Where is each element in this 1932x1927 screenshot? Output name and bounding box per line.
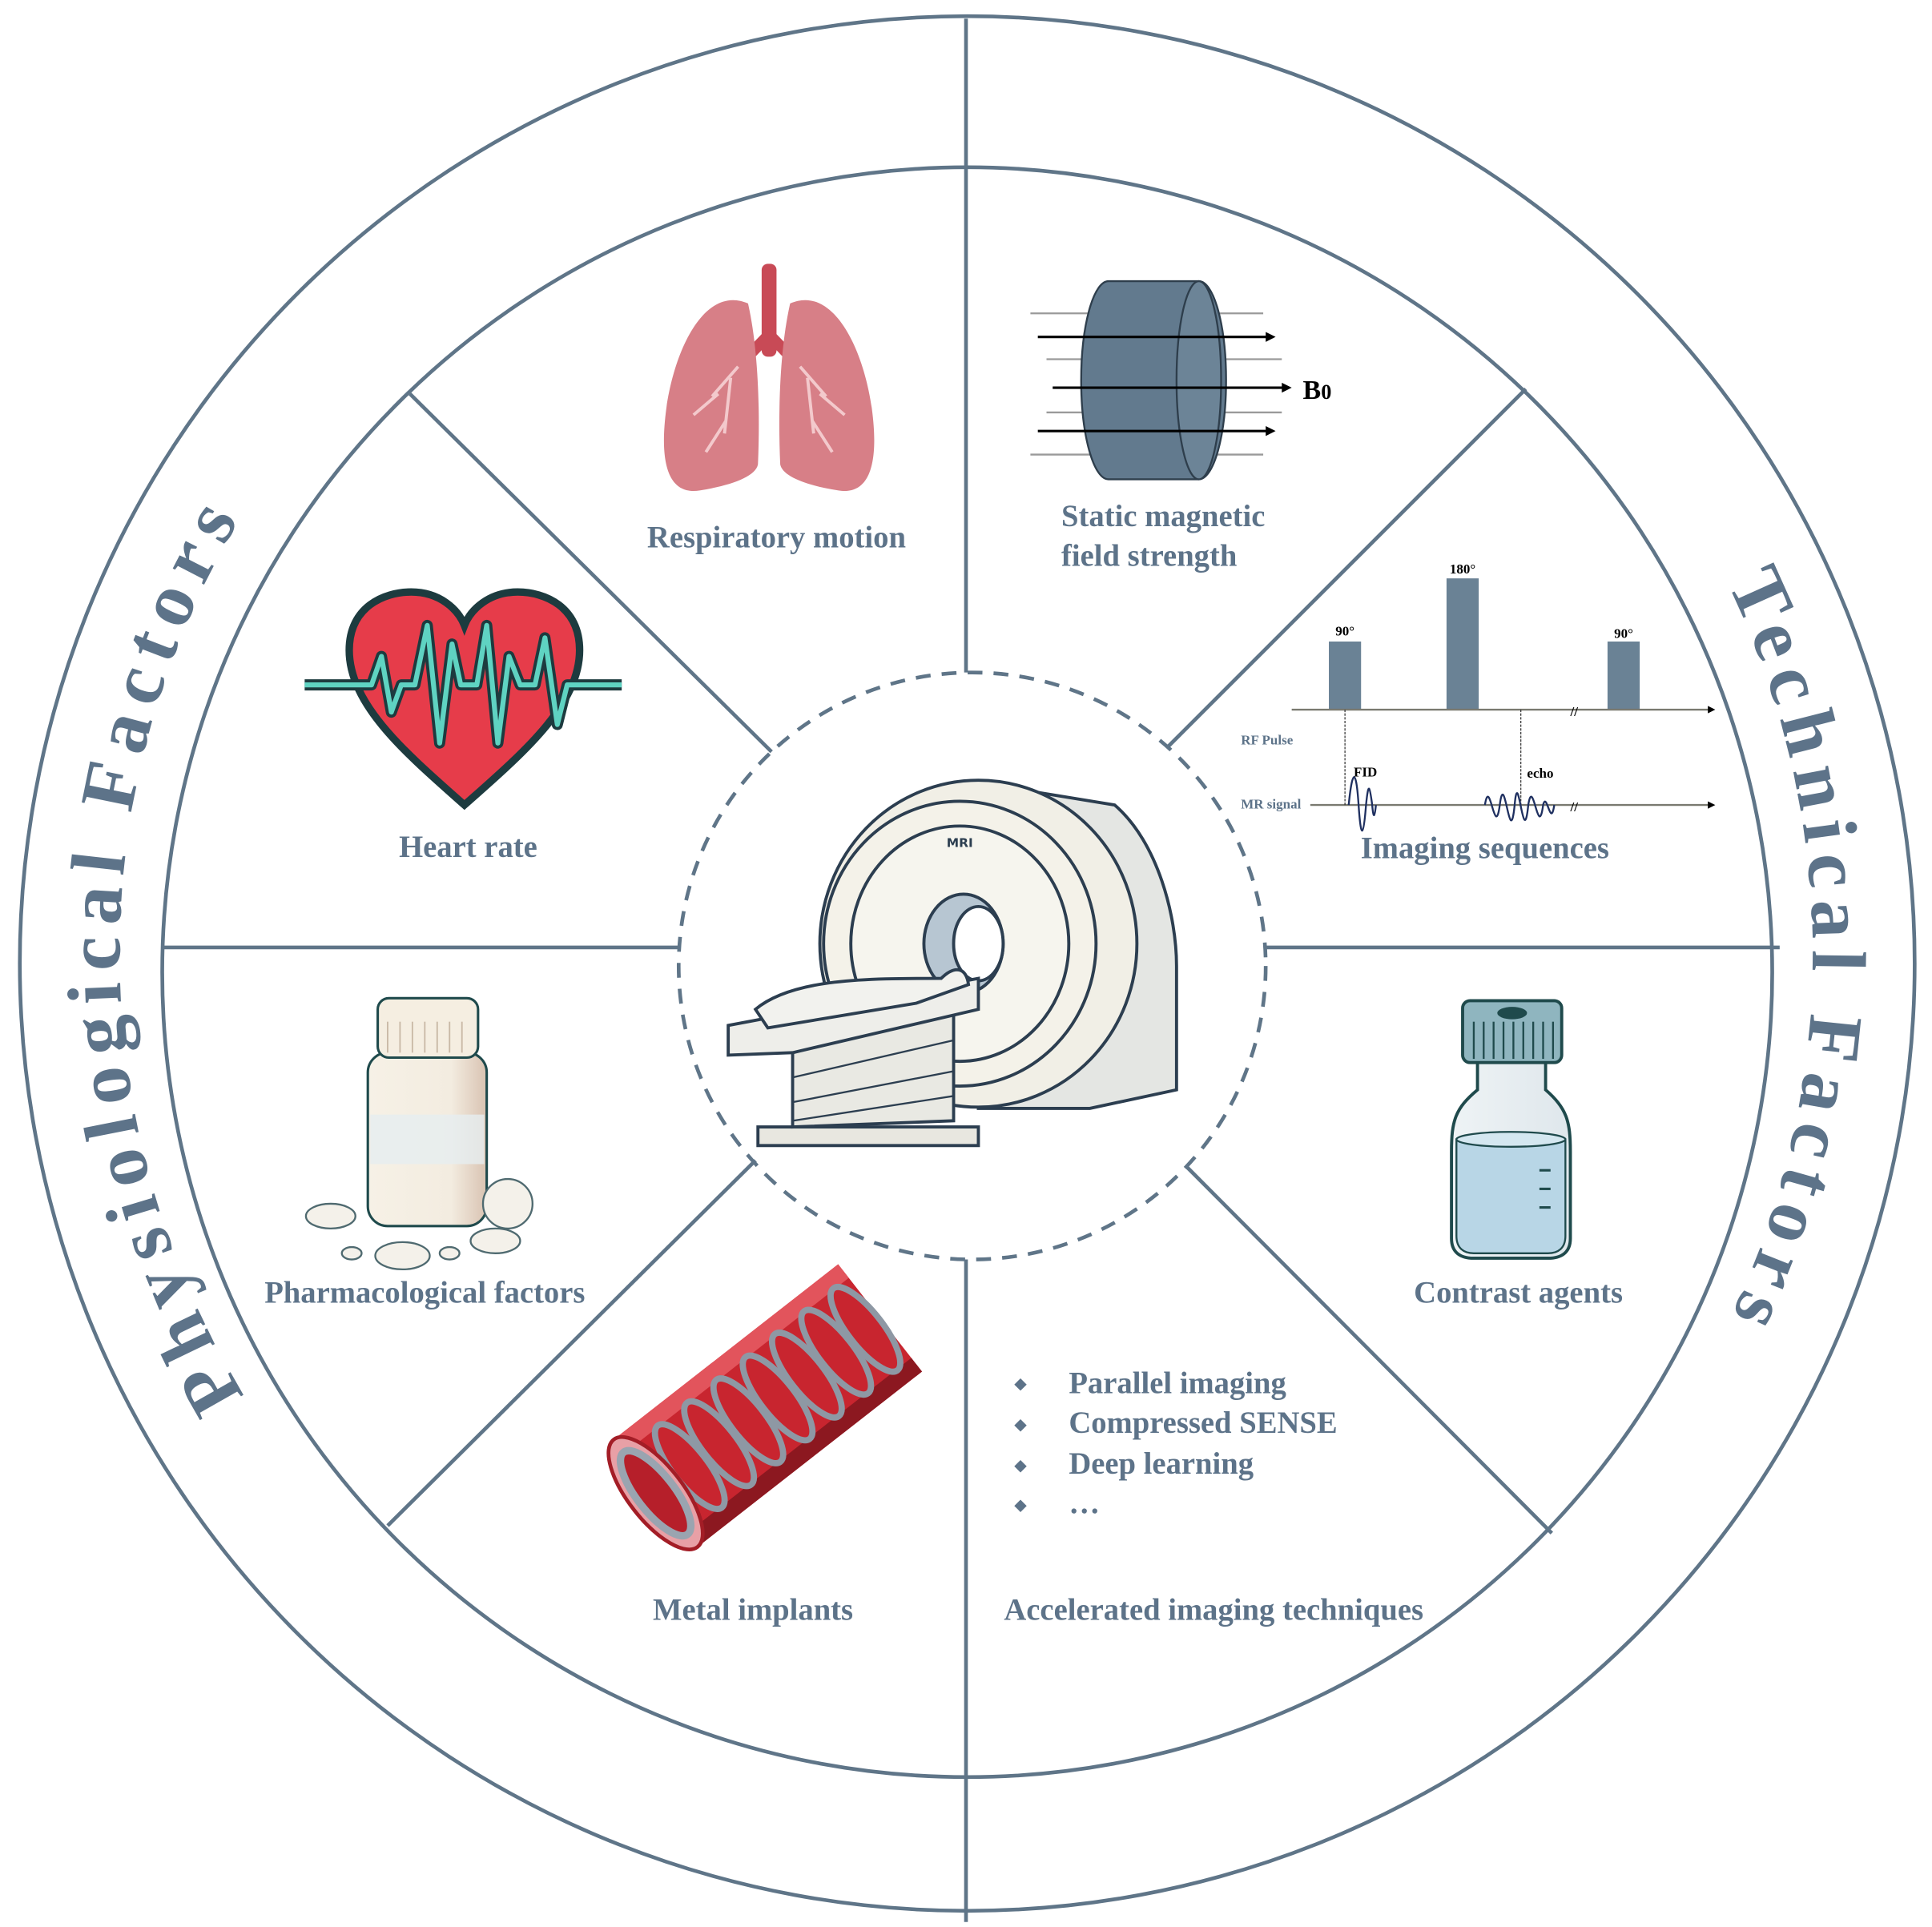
rf-pulse-180-bar (1446, 578, 1479, 710)
scanner-brand-label: MRI (947, 836, 973, 851)
field-strength-label-line1: Static magnetic (1061, 500, 1265, 533)
mri-scanner-icon (727, 778, 1178, 1148)
technical-factors-title: Technical Factors (1712, 554, 1881, 1354)
list-item: Deep learning (1014, 1447, 1254, 1481)
svg-text:Parallel imaging: Parallel imaging (1069, 1367, 1286, 1401)
lungs-icon (663, 264, 875, 492)
center-dashed-ring (676, 670, 1268, 1261)
rf-pulse-90-bar (1329, 642, 1362, 710)
echo-label: echo (1527, 766, 1553, 781)
heart-rate-icon (304, 588, 622, 811)
accelerated-imaging-label: Accelerated imaging techniques (1004, 1593, 1423, 1627)
pulse-sequence-diagram: 90° 180° 90° // // RF Pulse MR signal FI… (1241, 561, 1716, 832)
metal-implants-label: Metal implants (653, 1593, 853, 1627)
list-item: Parallel imaging (1014, 1367, 1286, 1401)
mr-signal-label: MR signal (1241, 797, 1301, 812)
axis-break-mark: // (1570, 704, 1579, 719)
fid-label: FID (1354, 765, 1377, 780)
svg-text:…: … (1069, 1486, 1100, 1520)
accelerated-techniques-list: Parallel imaging Compressed SENSE Deep l… (1014, 1367, 1338, 1520)
pharmacological-factors-label: Pharmacological factors (264, 1277, 585, 1310)
contrast-vial-icon (1450, 999, 1572, 1260)
svg-text:Compressed SENSE: Compressed SENSE (1069, 1406, 1337, 1440)
b0-field-label: B0 (1303, 376, 1332, 405)
field-strength-label-line2: field strength (1061, 540, 1237, 573)
section-dividers (163, 18, 1780, 1922)
list-item: Compressed SENSE (1014, 1406, 1338, 1440)
svg-text:Deep learning: Deep learning (1069, 1447, 1254, 1481)
heart-rate-label: Heart rate (399, 831, 537, 864)
pulse1-label: 90° (1335, 623, 1354, 638)
pill-bottle-icon (304, 996, 534, 1271)
pulse3-label: 90° (1614, 626, 1633, 641)
stent-implant-icon (606, 1264, 923, 1551)
diamond-bullet-icon (1014, 1418, 1027, 1432)
diamond-bullet-icon (1014, 1499, 1027, 1512)
magnet-icon (1030, 280, 1292, 481)
diamond-bullet-icon (1014, 1460, 1027, 1473)
list-item: … (1014, 1486, 1100, 1520)
contrast-agents-label: Contrast agents (1414, 1277, 1623, 1310)
signal-break-mark: // (1570, 799, 1579, 815)
imaging-sequences-label: Imaging sequences (1361, 832, 1609, 866)
rf-pulse-90b-bar (1607, 642, 1640, 710)
respiratory-motion-label: Respiratory motion (647, 521, 906, 554)
rf-pulse-label: RF Pulse (1241, 732, 1293, 747)
pulse2-label: 180° (1450, 561, 1475, 577)
diamond-bullet-icon (1014, 1378, 1027, 1391)
